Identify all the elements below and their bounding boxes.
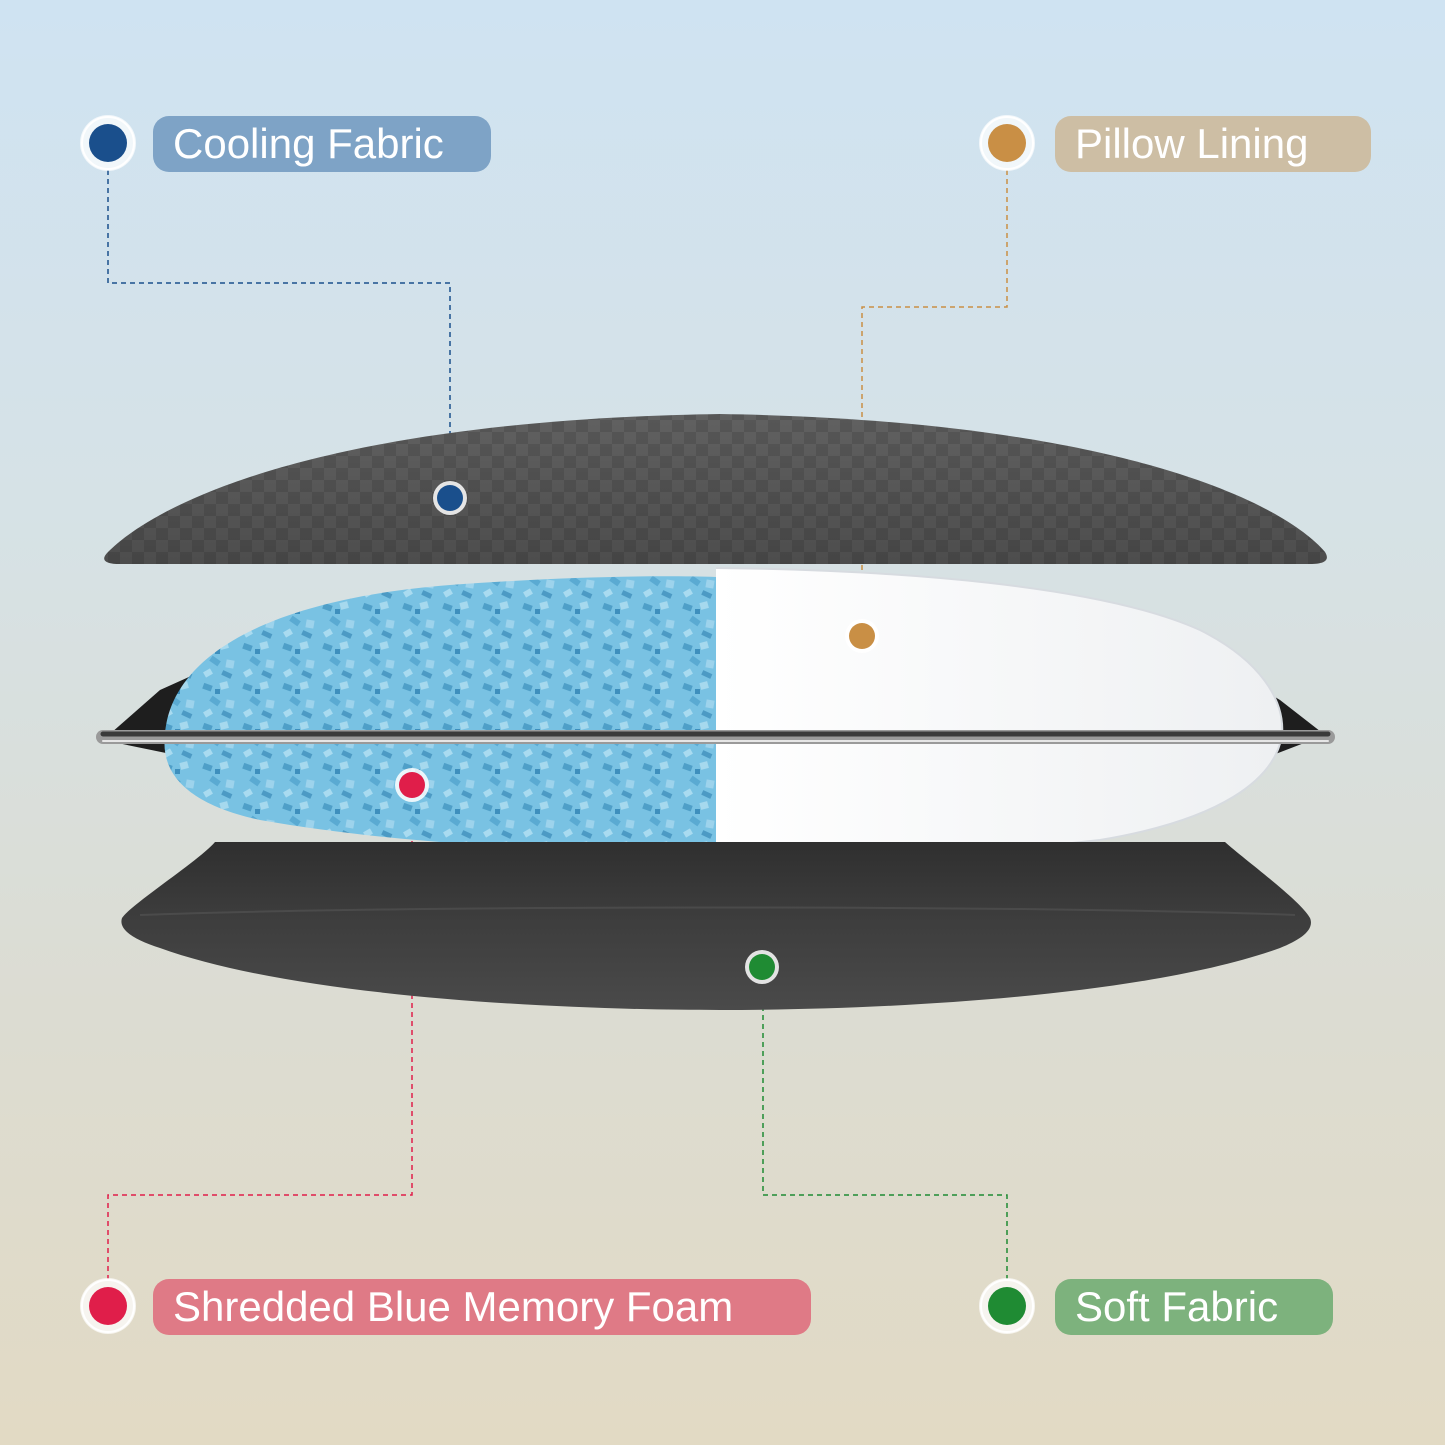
- soft-fabric-cover: [121, 842, 1311, 1010]
- shredded-foam-label: Shredded Blue Memory Foam: [153, 1279, 811, 1335]
- pillow-lining-marker-icon: [979, 115, 1035, 171]
- cooling-fabric-marker-icon: [80, 115, 136, 171]
- pillow-lining-leader-line: [861, 170, 1008, 620]
- shredded-foam-fill: [164, 576, 717, 851]
- marker-dot-icon: [845, 619, 879, 653]
- marker-dot-icon: [745, 950, 779, 984]
- foam-marker-icon: [80, 1278, 136, 1334]
- foam-leader-line: [107, 800, 413, 1280]
- pillow-core: [96, 567, 1335, 858]
- marker-dot-icon: [433, 481, 467, 515]
- pillow-lining-label: Pillow Lining: [1055, 116, 1371, 172]
- pillow-lining-fill: [716, 568, 1283, 857]
- cooling-fabric-leader-line: [107, 170, 451, 480]
- soft-fabric-label: Soft Fabric: [1055, 1279, 1333, 1335]
- cooling-fabric-cover: [104, 414, 1327, 564]
- soft-fabric-marker-icon: [979, 1278, 1035, 1334]
- marker-dot-icon: [395, 768, 429, 802]
- cooling-fabric-label: Cooling Fabric: [153, 116, 491, 172]
- soft-fabric-leader-line: [762, 985, 1008, 1280]
